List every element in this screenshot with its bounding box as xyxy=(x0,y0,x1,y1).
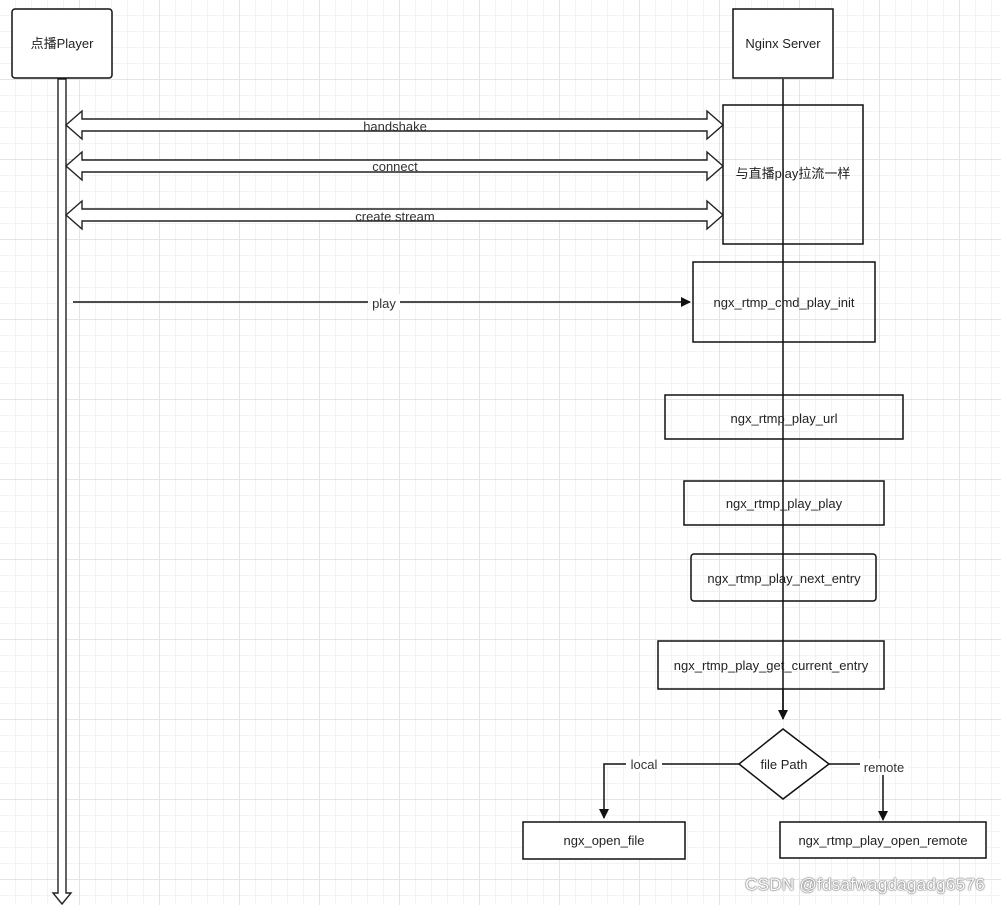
csdn-watermark: CSDN @fdsafwagdagadg6576 xyxy=(745,875,985,894)
outcome-label-open-remote: ngx_rtmp_play_open_remote xyxy=(798,833,967,848)
create-stream-arrow xyxy=(64,199,725,231)
same-as-live-label: 与直播play拉流一样 xyxy=(736,166,851,181)
server-participant: Nginx Server xyxy=(732,8,834,79)
decision-label: file Path xyxy=(761,757,808,772)
step-box-cmd-play-init xyxy=(692,261,876,343)
handshake-arrow xyxy=(64,109,725,141)
local-label-bg xyxy=(626,756,662,772)
local-branch-arrow xyxy=(599,763,739,819)
player-participant: 点播Player xyxy=(11,8,113,79)
same-as-live-box xyxy=(722,104,864,245)
create-stream-label: create stream xyxy=(355,209,434,224)
outcome-box-open-file xyxy=(522,821,686,860)
play-label: play xyxy=(372,296,396,311)
connect-label: connect xyxy=(372,159,418,174)
step-label-play-next-entry: ngx_rtmp_play_next_entry xyxy=(707,571,861,586)
remote-label-bg xyxy=(860,759,908,775)
step-label-cmd-play-init: ngx_rtmp_cmd_play_init xyxy=(714,295,855,310)
step-label-play-url: ngx_rtmp_play_url xyxy=(731,411,838,426)
play-label-bg xyxy=(368,294,400,310)
local-branch-label: local xyxy=(631,757,658,772)
handshake-label: handshake xyxy=(363,119,427,134)
connect-arrow xyxy=(64,150,725,182)
step-box-play-play xyxy=(683,480,885,526)
step-box-play-url xyxy=(664,394,904,440)
step-box-play-next-entry xyxy=(690,553,877,602)
outcome-box-open-remote xyxy=(779,821,987,859)
player-lifeline xyxy=(51,78,73,905)
step-label-get-current-entry: ngx_rtmp_play_get_current_entry xyxy=(674,658,869,673)
step-box-get-current-entry xyxy=(657,640,885,690)
server-label: Nginx Server xyxy=(745,36,821,51)
remote-branch-label: remote xyxy=(864,760,904,775)
player-label: 点播Player xyxy=(31,36,95,51)
step-label-play-play: ngx_rtmp_play_play xyxy=(726,496,843,511)
decision-diamond xyxy=(737,728,831,800)
outcome-label-open-file: ngx_open_file xyxy=(564,833,645,848)
